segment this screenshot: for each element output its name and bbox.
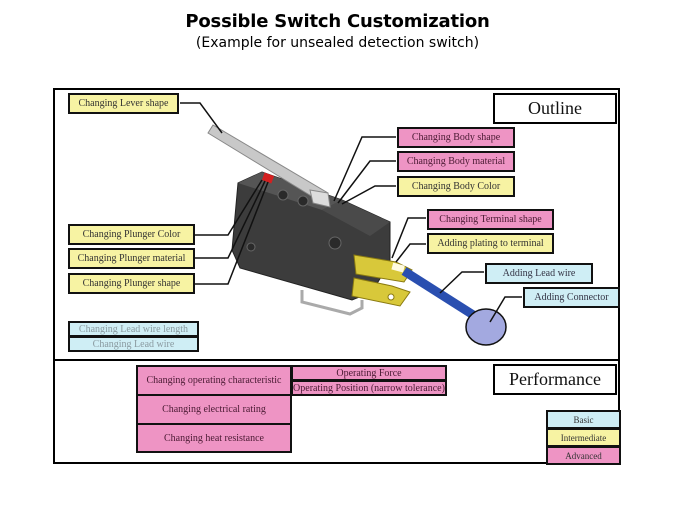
lead-wire [401,267,481,322]
label-plunger-shape: Changing Plunger shape [68,273,195,294]
terminals [351,254,413,307]
connector [465,308,507,346]
label-plunger-material: Changing Plunger material [68,248,195,269]
label-terminal-shape: Changing Terminal shape [427,209,554,230]
page-subtitle: (Example for unsealed detection switch) [195,35,480,51]
performance-section-title: Performance [493,364,617,395]
section-divider [53,359,620,361]
outline-section-title: Outline [493,93,617,124]
label-operating-characteristic: Changing operating characteristic [136,365,292,396]
label-body-shape: Changing Body shape [397,127,515,148]
label-body-material: Changing Body material [397,151,515,172]
leader-lines [180,102,522,323]
mount-bracket [300,290,364,316]
legend-item-intermediate: Intermediate [546,428,621,447]
label-change-lead-wire: Changing Lead wire [68,336,199,352]
label-lead-wire: Adding Lead wire [485,263,593,284]
label-operating-position: Operating Position (narrow tolerance) [291,380,447,396]
switch-lever [207,124,331,208]
legend-item-basic: Basic [546,410,621,429]
label-body-color: Changing Body Color [397,176,515,197]
label-heat-resistance: Changing heat resistance [136,423,292,453]
label-lead-wire-length: Changing Lead wire length [68,321,199,337]
page-title: Possible Switch Customization [185,11,490,32]
legend-item-advanced: Advanced [546,446,621,465]
label-operating-force: Operating Force [291,365,447,381]
diagram-frame [53,88,620,464]
label-connector: Adding Connector [523,287,620,308]
label-electrical-rating: Changing electrical rating [136,394,292,425]
label-lever-shape: Changing Lever shape [68,93,179,114]
plunger [261,172,275,184]
label-terminal-plating: Adding plating to terminal [427,233,554,254]
label-plunger-color: Changing Plunger Color [68,224,195,245]
